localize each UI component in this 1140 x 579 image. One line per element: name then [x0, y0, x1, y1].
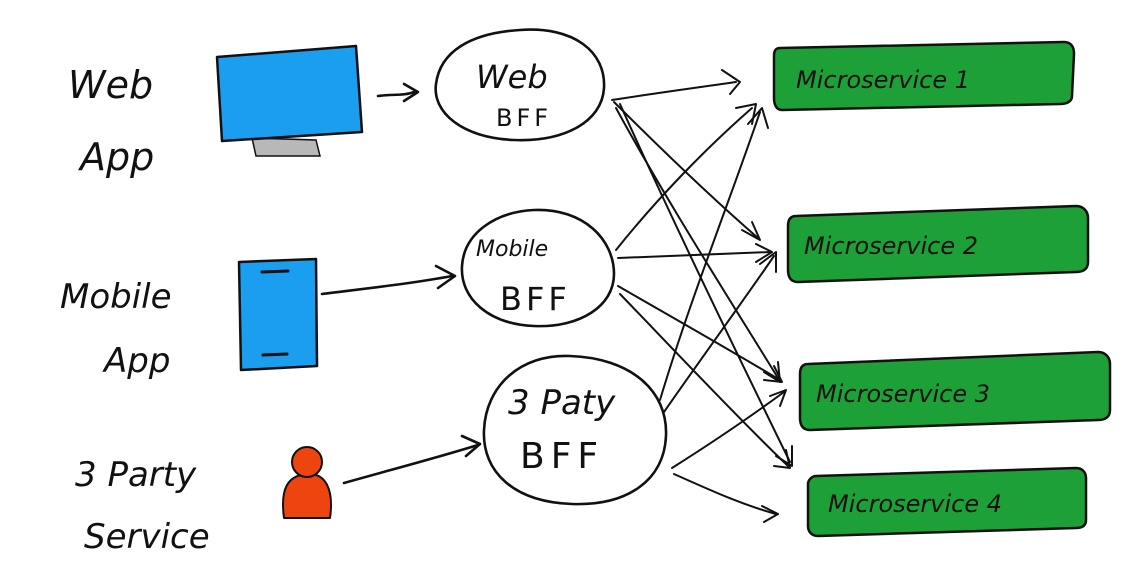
arrow-third-party-bff-to-ms3	[671, 391, 785, 469]
microservice-2-label: Microservice 2	[804, 232, 978, 260]
microservice-3-label: Microservice 3	[816, 380, 990, 408]
microservice-2-box	[786, 204, 1090, 284]
microservice-1-box	[772, 40, 1076, 112]
microservice-4-box	[806, 466, 1088, 538]
arrow-web-bff-to-ms1	[611, 81, 737, 101]
microservice-3-box	[798, 350, 1112, 432]
bff-mobile-ellipse	[460, 208, 616, 328]
client-to-bff-arrows	[320, 82, 482, 485]
arrow-web-bff-to-ms4	[619, 103, 791, 463]
phone-body	[237, 257, 319, 372]
arrow-mobile-bff-to-ms1	[615, 107, 753, 251]
monitor-icon	[215, 44, 364, 157]
bff-web-ellipse	[434, 28, 606, 142]
client-label-web-line1: Web	[68, 63, 153, 107]
bff-mobile-label-line2: BFF	[500, 280, 571, 318]
client-label-third-party-line2: Service	[84, 517, 210, 557]
microservice-1: Microservice 1	[772, 40, 1076, 112]
arrow-web-app-to-web-bff	[376, 90, 416, 98]
bff-third-party: 3 Paty BFF	[482, 354, 668, 506]
microservice-3: Microservice 3	[798, 350, 1112, 432]
arrow-third-party-to-third-party-bff	[342, 443, 480, 485]
arrow-web-bff-to-ms2	[613, 101, 759, 239]
client-label-web: Web App	[68, 63, 154, 179]
bff-third-party-ellipse	[482, 354, 668, 506]
person-icon	[282, 446, 332, 519]
phone-icon	[237, 257, 319, 372]
bff-mobile-label-line1: Mobile	[476, 237, 548, 262]
microservice-4: Microservice 4	[806, 466, 1088, 538]
arrow-web-bff-to-ms3	[615, 107, 779, 379]
bff-third-party-label-line2: BFF	[520, 436, 604, 477]
arrow-mobile-bff-to-ms2	[617, 251, 771, 259]
monitor-screen	[215, 44, 364, 143]
microservice-4-label: Microservice 4	[828, 490, 1002, 518]
arrow-third-party-bff-to-ms4	[673, 473, 777, 515]
bff-third-party-label-line1: 3 Paty	[508, 383, 616, 423]
client-label-mobile: Mobile App	[60, 277, 172, 381]
arrow-third-party-bff-to-ms2	[663, 255, 775, 413]
arrow-mobile-bff-to-ms4	[619, 293, 789, 467]
client-label-web-line2: App	[77, 135, 154, 179]
arrow-mobile-app-to-mobile-bff	[320, 274, 454, 296]
client-label-mobile-line1: Mobile	[60, 277, 172, 317]
client-label-third-party-line1: 3 Party	[75, 455, 197, 495]
client-label-mobile-line2: App	[102, 341, 170, 381]
microservice-2: Microservice 2	[786, 204, 1090, 284]
arrow-third-party-bff-to-ms1	[659, 111, 761, 401]
arrow-mobile-bff-to-ms3	[617, 285, 781, 381]
bff-to-microservice-arrows	[611, 69, 793, 523]
bff-mobile: Mobile BFF	[460, 208, 616, 328]
microservice-1-label: Microservice 1	[796, 66, 970, 94]
client-label-third-party: 3 Party Service	[75, 455, 210, 557]
bff-web-label-line2: BFF	[496, 104, 552, 132]
bff-web-label-line1: Web	[476, 58, 548, 96]
bff-web: Web BFF	[434, 28, 606, 142]
